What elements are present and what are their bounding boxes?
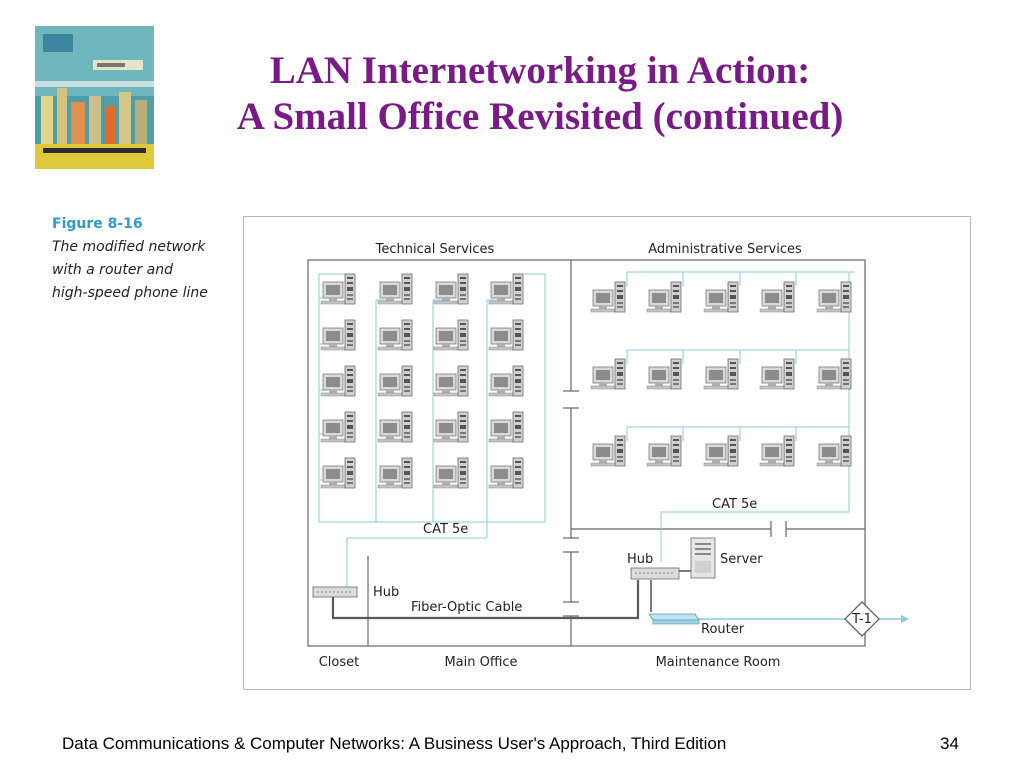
technical-workstations: [320, 273, 524, 489]
cat5e-cabling-administrative: [626, 271, 855, 561]
fiber-optic-label: Fiber-Optic Cable: [411, 600, 522, 615]
administrative-workstations: [590, 281, 852, 467]
administrative-services-label: Administrative Services: [648, 242, 802, 257]
fiber-optic-cable-line: [331, 580, 640, 620]
server: [690, 537, 716, 579]
maintenance-room-label: Maintenance Room: [656, 655, 781, 670]
hub-left-label: Hub: [373, 585, 399, 600]
figure-number: Figure 8-16: [52, 216, 143, 232]
server-label: Server: [720, 552, 763, 567]
room-walls: [307, 259, 866, 647]
cat5e-right-label: CAT 5e: [712, 497, 757, 512]
figure-frame: [243, 216, 971, 690]
slide-title-line-2: A Small Office Revisited (continued): [236, 95, 844, 138]
closet-hub: [312, 586, 358, 598]
hub-right-label: Hub: [627, 552, 653, 567]
caption-line: with a router and: [52, 262, 174, 278]
caption-line: high-speed phone line: [52, 285, 208, 301]
caption-line: The modified network: [52, 239, 206, 255]
cat5e-cabling-technical: [318, 273, 546, 588]
router: [648, 613, 700, 625]
closet-label: Closet: [319, 655, 360, 670]
network-diagram: Technical Services Administrative Servic…: [307, 242, 909, 670]
t1-junction: [844, 601, 880, 637]
book-cover-image: [35, 26, 154, 169]
t1-line: [698, 615, 909, 623]
maintenance-hub: [630, 567, 680, 580]
technical-services-label: Technical Services: [375, 242, 495, 257]
slide-title-line-1: LAN Internetworking in Action:: [269, 49, 811, 92]
t1-label: T-1: [851, 612, 872, 627]
slide-title: LAN Internetworking in Action: A Small O…: [160, 48, 920, 140]
router-label: Router: [701, 622, 745, 637]
main-office-label: Main Office: [444, 655, 517, 670]
hub-links: [650, 570, 691, 612]
cat5e-left-label: CAT 5e: [423, 522, 468, 537]
footer-text: Data Communications & Computer Networks:…: [62, 734, 727, 753]
figure-caption: Figure 8-16 The modified network with a …: [52, 213, 232, 305]
page-number: 34: [940, 734, 959, 753]
